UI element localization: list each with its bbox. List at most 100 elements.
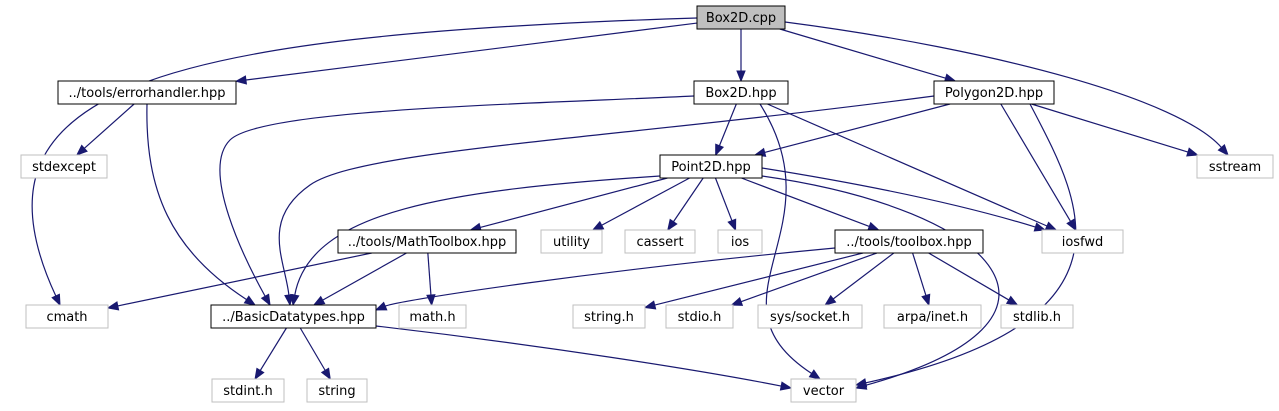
edge-arrowhead: [643, 300, 657, 310]
node-box: [696, 5, 786, 30]
edge-arrowhead: [1186, 147, 1199, 157]
edge-box2d_cpp-to-sstream: [784, 21, 1229, 157]
node-cassert[interactable]: cassert: [624, 229, 696, 254]
edge-line: [322, 252, 407, 301]
edge-arrowhead: [808, 369, 822, 380]
node-box: [1196, 154, 1274, 179]
edge-line: [759, 103, 812, 375]
node-basicdatatypes[interactable]: ../BasicDatatypes.hpp: [210, 304, 377, 329]
edge-arrowhead: [854, 380, 868, 390]
edge-line: [1031, 103, 1189, 153]
node-socket_h[interactable]: sys/socket.h: [757, 304, 863, 329]
node-label: vector: [803, 384, 845, 399]
node-box: [693, 80, 789, 105]
edge-line: [294, 175, 661, 296]
node-label: ios: [731, 235, 750, 250]
node-vector[interactable]: vector: [790, 378, 857, 403]
node-stdint_h[interactable]: stdint.h: [211, 378, 285, 403]
node-label: ../tools/errorhandler.hpp: [69, 86, 226, 101]
edge-errorhandler-to-stdexcept: [75, 103, 135, 156]
node-label: stdexcept: [32, 160, 96, 175]
node-box2d_cpp[interactable]: Box2D.cpp: [696, 5, 786, 30]
edge-mathtoolbox-to-basicdatatypes: [312, 252, 407, 306]
edge-arrowhead: [824, 294, 837, 306]
edge-arrowhead: [591, 220, 605, 231]
node-mathtoolbox[interactable]: ../tools/MathToolbox.hpp: [337, 229, 517, 254]
edge-line: [912, 252, 927, 296]
edge-line: [480, 177, 668, 229]
node-box: [540, 229, 603, 254]
edge-polygon2d-to-iosfwd: [1000, 103, 1077, 232]
node-cmath[interactable]: cmath: [25, 304, 109, 329]
edge-arrowhead: [921, 293, 931, 307]
edge-box2d_cpp-to-box2d_hpp: [736, 29, 746, 83]
edge-point2d-to-cassert: [667, 177, 704, 232]
node-stdio_h[interactable]: stdio.h: [665, 304, 734, 329]
edge-arrowhead: [254, 367, 265, 381]
node-box: [211, 378, 285, 403]
edge-point2d-to-ios: [714, 177, 737, 232]
node-errorhandler[interactable]: ../tools/errorhandler.hpp: [57, 80, 237, 105]
edge-arrowhead: [243, 295, 257, 306]
node-label: cmath: [46, 310, 87, 325]
node-box: [57, 80, 237, 105]
edge-box2d_cpp-to-cmath: [31, 17, 698, 307]
edge-arrowhead: [1217, 143, 1229, 157]
edge-line: [865, 103, 1077, 384]
node-box: [306, 378, 368, 403]
edge-box2d_hpp-to-basicdatatypes: [219, 95, 695, 307]
edge-line: [245, 22, 698, 81]
node-label: Polygon2D.hpp: [945, 86, 1043, 101]
edge-box2d_cpp-to-errorhandler: [234, 22, 698, 85]
edge-toolbox-to-stdio_h: [730, 252, 878, 306]
edge-line: [375, 325, 782, 387]
edge-line: [779, 28, 946, 79]
node-string[interactable]: string: [306, 378, 368, 403]
edge-basicdatatypes-to-vector: [375, 325, 793, 391]
node-string_h[interactable]: string.h: [572, 304, 646, 329]
edge-arrowhead: [312, 295, 326, 306]
node-ios[interactable]: ios: [717, 229, 763, 254]
edge-point2d-to-basicdatatypes: [290, 175, 661, 307]
edge-line: [672, 177, 704, 223]
edges: [31, 17, 1229, 391]
edge-arrowhead: [1033, 222, 1047, 232]
edge-line: [740, 252, 878, 303]
edge-arrowhead: [715, 143, 724, 157]
node-stdexcept[interactable]: stdexcept: [20, 154, 108, 179]
node-utility[interactable]: utility: [540, 229, 603, 254]
node-sstream[interactable]: sstream: [1196, 154, 1274, 179]
edge-arrowhead: [106, 301, 120, 311]
edge-arrowhead: [374, 301, 388, 311]
node-polygon2d[interactable]: Polygon2D.hpp: [933, 80, 1055, 105]
edge-arrowhead: [320, 367, 331, 381]
node-box: [883, 304, 982, 329]
edge-line: [385, 247, 836, 307]
edge-line: [741, 177, 870, 228]
edge-line: [259, 327, 287, 371]
edge-line: [718, 103, 737, 146]
node-box: [337, 229, 517, 254]
node-point2d[interactable]: Point2D.hpp: [659, 154, 763, 179]
edge-mathtoolbox-to-cmath: [106, 252, 372, 311]
node-label: Point2D.hpp: [671, 160, 750, 175]
node-label: iosfwd: [1062, 235, 1104, 250]
edge-point2d-to-toolbox: [741, 177, 880, 231]
edge-polygon2d-to-sstream: [1031, 103, 1199, 157]
edge-arrowhead: [779, 381, 793, 391]
node-inet_h[interactable]: arpa/inet.h: [883, 304, 982, 329]
node-box: [624, 229, 696, 254]
node-stdlib_h[interactable]: stdlib.h: [1000, 304, 1074, 329]
node-label: stdint.h: [223, 384, 272, 399]
edge-arrowhead: [290, 293, 300, 307]
edge-box2d_hpp-to-vector: [759, 103, 822, 380]
node-iosfwd[interactable]: iosfwd: [1041, 229, 1124, 254]
node-toolbox[interactable]: ../tools/toolbox.hpp: [834, 229, 984, 254]
node-box2d_hpp[interactable]: Box2D.hpp: [693, 80, 789, 105]
edge-box2d_hpp-to-iosfwd: [767, 103, 1058, 231]
edge-line: [299, 327, 326, 371]
node-box: [20, 154, 108, 179]
node-label: cassert: [636, 235, 683, 250]
node-math_h[interactable]: math.h: [398, 304, 467, 329]
